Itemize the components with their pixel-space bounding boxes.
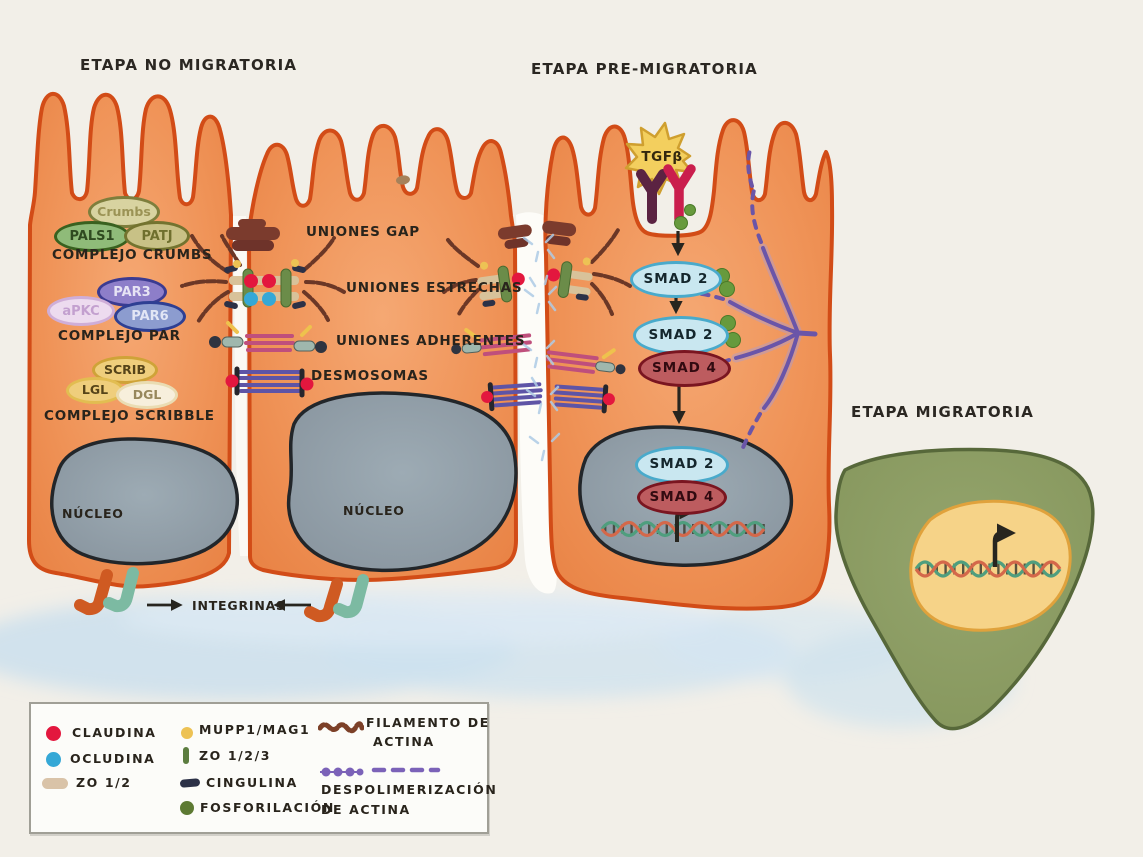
- legend-filamento-l1: FILAMENTO DE: [366, 715, 490, 730]
- legend-despolimerizacion-l2: DE ACTINA: [321, 802, 411, 817]
- nucleus-left: [50, 437, 239, 566]
- tight-junction-split: [442, 228, 632, 318]
- fosforilacion-swatch-icon: [180, 801, 194, 815]
- legend-filamento-l2: ACTINA: [373, 734, 435, 749]
- legend-cingulina: CINGULINA: [206, 775, 298, 790]
- actin-filament-swatch-icon: [317, 719, 365, 738]
- zo12-swatch-icon: [42, 778, 68, 789]
- smad2-cytoplasm-1: SMAD 2: [630, 261, 722, 298]
- tgfb-receptor-left: [636, 169, 668, 224]
- actin-filaments-icon: [180, 234, 346, 324]
- transcription-arrow: [992, 523, 1016, 567]
- legend-ocludina: OCLUDINA: [70, 751, 156, 766]
- tgfb-receptor-right: [663, 164, 696, 224]
- gap-junction: [226, 219, 280, 251]
- title-etapa-pre-migratoria: ETAPA PRE-MIGRATORIA: [531, 60, 758, 78]
- legend-claudina: CLAUDINA: [72, 725, 157, 740]
- apical-mark: [396, 175, 410, 185]
- legend-fosforilacion: FOSFORILACIÓN: [200, 800, 335, 815]
- nucleus-middle: [287, 391, 518, 573]
- depolymerization-swatch-icon: [316, 763, 441, 782]
- label-uniones-estrechas: UNIONES ESTRECHAS: [346, 280, 523, 296]
- legend-mupp1: MUPP1/MAG1: [199, 722, 311, 737]
- smad2-nucleus: SMAD 2: [635, 446, 729, 484]
- smad4-nucleus: SMAD 4: [637, 480, 727, 515]
- title-etapa-no-migratoria: ETAPA NO MIGRATORIA: [80, 56, 298, 74]
- tight-junction: [180, 234, 346, 324]
- protein-dgl: DGL: [116, 381, 178, 409]
- mupp1-swatch-icon: [181, 727, 193, 739]
- integrins: [74, 567, 369, 623]
- adherens-junction: [209, 321, 327, 353]
- label-nucleo-left: NÚCLEO: [62, 506, 124, 521]
- ocludina-swatch-icon: [46, 752, 61, 767]
- label-complejo-par: COMPLEJO PAR: [58, 328, 181, 344]
- title-etapa-migratoria: ETAPA MIGRATORIA: [851, 403, 1035, 421]
- protein-apkc: aPKC: [47, 296, 115, 326]
- label-complejo-crumbs: COMPLEJO CRUMBS: [52, 247, 213, 263]
- zo123-swatch-icon: [183, 747, 189, 764]
- desmosome: [225, 366, 314, 398]
- dna-transcription-migratoria: [914, 523, 1062, 578]
- protein-patj: PATJ: [124, 221, 190, 251]
- protein-lgl: LGL: [66, 377, 124, 404]
- legend-zo12: ZO 1/2: [76, 775, 132, 790]
- smad2-cytoplasm-2: SMAD 2: [633, 316, 729, 355]
- label-integrinas: INTEGRINAS: [192, 598, 286, 613]
- protein-par6: PAR6: [114, 301, 186, 332]
- label-nucleo-middle: NÚCLEO: [343, 503, 405, 518]
- label-tgfb: TGFβ: [641, 149, 683, 165]
- gap-junction-split: [497, 220, 577, 249]
- extracellular-matrix: [0, 590, 1015, 728]
- label-uniones-adherentes: UNIONES ADHERENTES: [336, 333, 526, 349]
- cell-migratoria: [834, 447, 1095, 731]
- smad4-cytoplasm: SMAD 4: [638, 350, 731, 387]
- label-complejo-scribble: COMPLEJO SCRIBBLE: [44, 408, 215, 424]
- label-desmosomas: DESMOSOMAS: [311, 368, 429, 384]
- junction-fray-marks: [521, 233, 561, 462]
- legend-zo123: ZO 1/2/3: [199, 748, 272, 763]
- actin-depolymerization: [686, 148, 818, 452]
- adherens-junction-split: [451, 327, 626, 375]
- legend-despolimerizacion-l1: DESPOLIMERIZACIÓN: [321, 782, 498, 797]
- desmosome-split: [481, 382, 615, 414]
- label-uniones-gap: UNIONES GAP: [306, 224, 420, 240]
- claudina-swatch-icon: [46, 726, 61, 741]
